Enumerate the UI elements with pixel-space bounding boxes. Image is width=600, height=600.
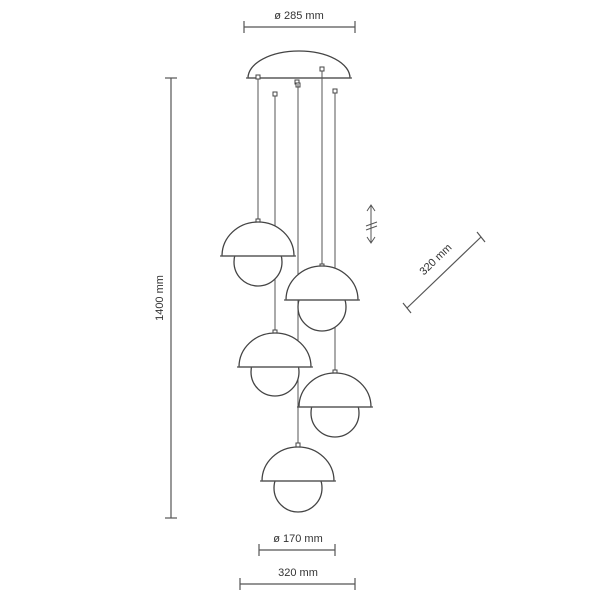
base-width-label: 320 mm: [278, 567, 318, 579]
shade-diameter-dimension: ø 170 mm: [258, 533, 336, 556]
ceiling-diameter-label: ø 285 mm: [274, 10, 324, 22]
pendant-shade-5: [260, 442, 336, 513]
total-height-dimension: 1400 mm: [154, 77, 177, 519]
base-width-dimension: 320 mm: [239, 567, 356, 590]
spread-width-label: 320 mm: [417, 242, 454, 278]
pendant-shade-1: [220, 218, 296, 287]
ceiling-canopy: [246, 50, 352, 79]
pendant-shade-4: [297, 369, 373, 438]
pendant-shade-3: [237, 329, 313, 397]
pendant-shade-2: [284, 263, 360, 332]
shade-diameter-label: ø 170 mm: [273, 533, 323, 545]
suspension-cables: [257, 71, 336, 445]
total-height-label: 1400 mm: [154, 275, 166, 321]
ceiling-diameter-dimension: ø 285 mm: [243, 10, 356, 33]
spread-width-dimension: 320 mm: [402, 231, 486, 314]
adjustable-height-icon: [365, 204, 378, 244]
